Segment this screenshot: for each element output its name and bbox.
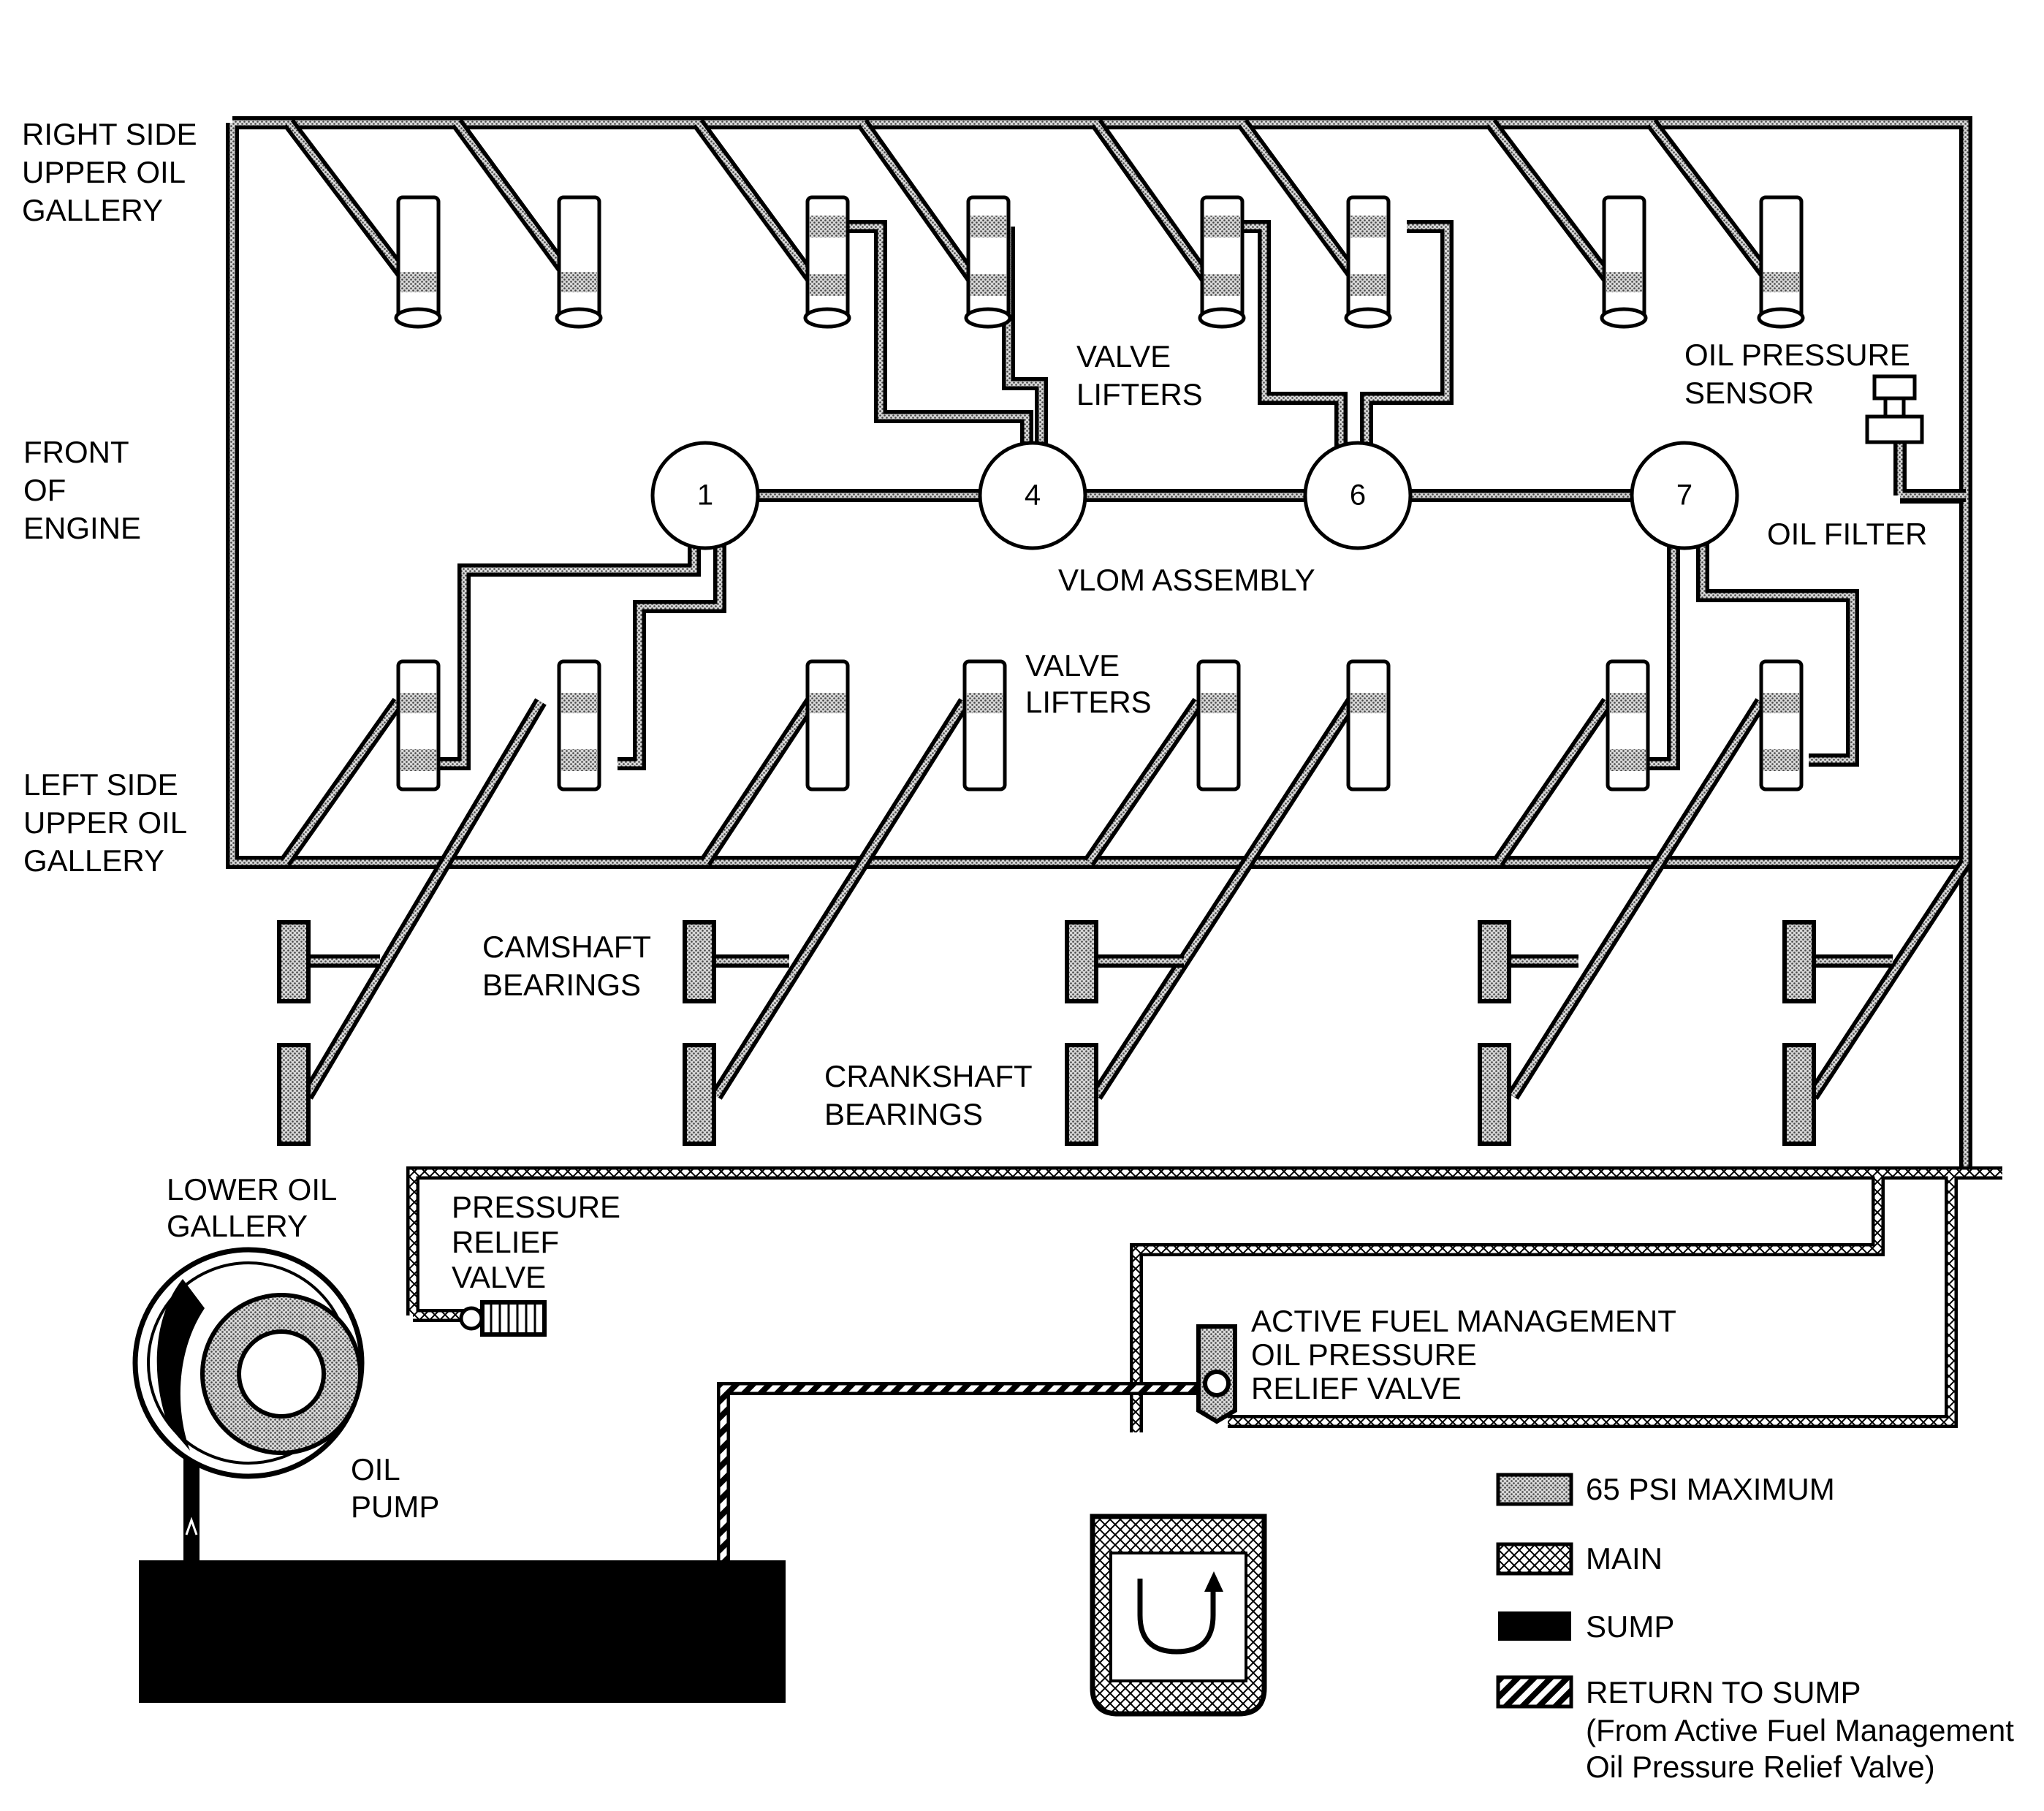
afm-relief-valve-label: ACTIVE FUEL MANAGEMENT OIL PRESSURE RELI… bbox=[1251, 1304, 1684, 1405]
return-to-sump-line bbox=[717, 1382, 1206, 1560]
valve-lifters-top-label: VALVE LIFTERS bbox=[1076, 339, 1203, 411]
vlom-solenoids: 1 4 6 7 bbox=[650, 441, 1739, 550]
solenoid-number: 6 bbox=[1350, 479, 1366, 512]
crankshaft-bearings bbox=[277, 1043, 1816, 1146]
lifter bbox=[962, 659, 1007, 791]
vlom-lifter-lines bbox=[438, 220, 1859, 770]
upper-gallery-frame bbox=[226, 116, 1972, 1169]
vlom-solenoid-7: 7 bbox=[1630, 441, 1739, 550]
lifter bbox=[964, 195, 1012, 329]
vlom-solenoid-1: 1 bbox=[650, 441, 760, 550]
oil-pressure-sensor-label: OIL PRESSURE SENSOR bbox=[1684, 338, 1919, 410]
vlom-solenoid-6: 6 bbox=[1303, 441, 1413, 550]
oil-pressure-sensor-icon bbox=[1865, 374, 1924, 444]
crankshaft-bearings-label: CRANKSHAFT BEARINGS bbox=[824, 1059, 1041, 1131]
pressure-relief-valve-label: PRESSURE RELIEF VALVE bbox=[452, 1190, 629, 1294]
legend-swatch-solid bbox=[1498, 1611, 1571, 1641]
left-gallery-feeds bbox=[279, 697, 1972, 1100]
oil-pump-label: OIL PUMP bbox=[351, 1452, 439, 1524]
legend-swatch-crosshatch bbox=[1496, 1542, 1573, 1576]
pressure-relief-valve-icon bbox=[459, 1300, 547, 1337]
lifter bbox=[1196, 659, 1241, 791]
lifter bbox=[396, 659, 441, 791]
oil-filter-label: OIL FILTER bbox=[1767, 517, 1927, 551]
lifter bbox=[557, 659, 601, 791]
vlom-rail bbox=[705, 438, 1966, 502]
legend-label: SUMP bbox=[1586, 1609, 1674, 1644]
lifter bbox=[555, 195, 603, 329]
lifter bbox=[394, 195, 442, 329]
lifter bbox=[1344, 195, 1392, 329]
vlom-assembly-label: VLOM ASSEMBLY bbox=[1058, 563, 1315, 597]
vlom-solenoid-4: 4 bbox=[978, 441, 1087, 550]
left-gallery-label: LEFT SIDE UPPER OIL GALLERY bbox=[23, 767, 194, 878]
camshaft-bearings bbox=[277, 920, 1816, 1003]
legend-note: Oil Pressure Relief Valve) bbox=[1586, 1750, 1935, 1784]
oil-sump bbox=[139, 1560, 786, 1703]
solenoid-number: 4 bbox=[1025, 479, 1041, 512]
legend-swatch-diagonal bbox=[1496, 1675, 1573, 1709]
top-valve-lifters bbox=[394, 195, 1805, 329]
legend-label: RETURN TO SUMP bbox=[1586, 1675, 1861, 1709]
lower-oil-gallery bbox=[406, 1166, 2002, 1432]
afm-relief-valve-icon bbox=[1196, 1324, 1237, 1424]
legend-note: (From Active Fuel Management bbox=[1586, 1713, 2014, 1747]
lifter bbox=[1759, 659, 1804, 791]
oil-filter-icon bbox=[1090, 1514, 1267, 1717]
lower-oil-gallery-label: LOWER OIL GALLERY bbox=[167, 1172, 345, 1243]
camshaft-bearings-label: CAMSHAFT BEARINGS bbox=[482, 930, 659, 1002]
lifter bbox=[1757, 195, 1805, 329]
right-gallery-label: RIGHT SIDE UPPER OIL GALLERY bbox=[22, 117, 205, 227]
legend-label: MAIN bbox=[1586, 1541, 1663, 1576]
valve-lifters-bottom-label: VALVE LIFTERS bbox=[1025, 648, 1152, 719]
lifter bbox=[1606, 659, 1650, 791]
lifter bbox=[803, 195, 851, 329]
legend-swatch-dots bbox=[1496, 1473, 1573, 1506]
front-of-engine-label: FRONT OF ENGINE bbox=[23, 435, 141, 545]
oil-pump-icon bbox=[132, 1247, 365, 1479]
legend: 65 PSI MAXIMUM MAIN SUMP RETURN TO SUMP … bbox=[1496, 1472, 2014, 1784]
bottom-valve-lifters bbox=[396, 659, 1804, 791]
solenoid-number: 7 bbox=[1676, 479, 1692, 512]
solenoid-number: 1 bbox=[697, 479, 713, 512]
lifter bbox=[805, 659, 850, 791]
diagram-labels: RIGHT SIDE UPPER OIL GALLERY FRONT OF EN… bbox=[22, 117, 1927, 1524]
lifter bbox=[1198, 195, 1246, 329]
lifter bbox=[1600, 195, 1648, 329]
right-gallery-feeds bbox=[283, 118, 1774, 282]
legend-label: 65 PSI MAXIMUM bbox=[1586, 1472, 1835, 1506]
lifter bbox=[1346, 659, 1391, 791]
